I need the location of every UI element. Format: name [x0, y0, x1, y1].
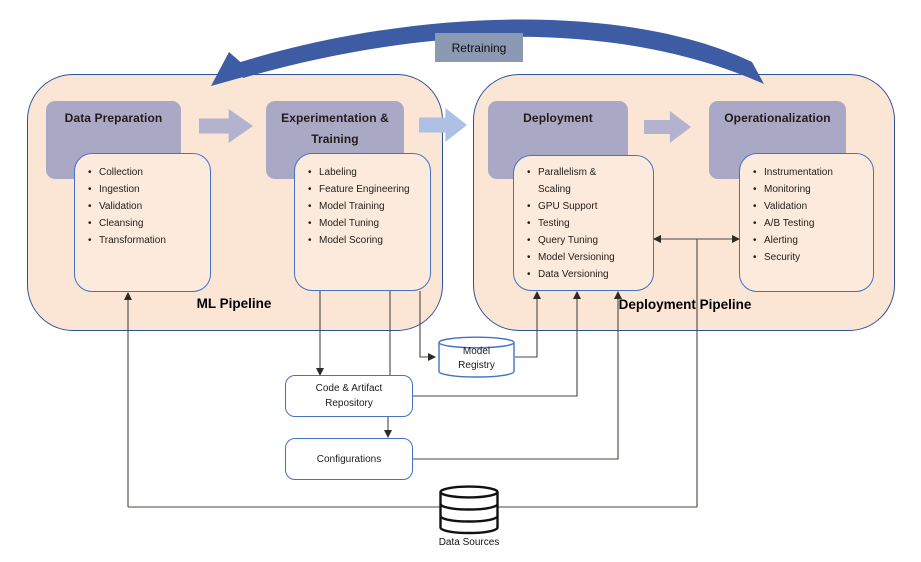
- deployment-pipeline-label: Deployment Pipeline: [618, 297, 752, 312]
- retraining-label: Retraining: [451, 40, 507, 55]
- list-item: Feature Engineering: [308, 181, 424, 198]
- stage-list-experimentation-training: Labeling Feature Engineering Model Train…: [294, 153, 431, 291]
- ml-pipeline-label: ML Pipeline: [196, 296, 272, 311]
- list-item: Model Scoring: [308, 232, 424, 249]
- retraining-curve-arrow-icon: [211, 19, 764, 86]
- list-item: Parallelism & Scaling: [527, 164, 647, 198]
- list-item: Ingestion: [88, 181, 204, 198]
- configurations-label: Configurations: [316, 453, 382, 465]
- list-item: Model Tuning: [308, 215, 424, 232]
- code-artifact-repository-label: Code & Artifact Repository: [315, 383, 383, 409]
- list-item: Transformation: [88, 232, 204, 249]
- configurations: Configurations: [285, 438, 413, 480]
- list-item: Instrumentation: [753, 164, 867, 181]
- list-item: Model Training: [308, 198, 424, 215]
- data-sources: [438, 485, 500, 535]
- list-item: GPU Support: [527, 198, 647, 215]
- retraining-box: Retraining: [435, 33, 523, 62]
- list-item: Validation: [753, 198, 867, 215]
- list-item: A/B Testing: [753, 215, 867, 232]
- model-registry: Model Registry: [438, 336, 515, 378]
- stage-list-deployment: Parallelism & Scaling GPU Support Testin…: [513, 155, 654, 291]
- stage-list-data-preparation: Collection Ingestion Validation Cleansin…: [74, 153, 211, 292]
- deployment-pipeline-container: Deployment Parallelism & Scaling GPU Sup…: [473, 74, 895, 331]
- list-item: Data Versioning: [527, 266, 647, 283]
- data-sources-label: Data Sources: [438, 537, 500, 548]
- list-item: Validation: [88, 198, 204, 215]
- list-item: Security: [753, 249, 867, 266]
- code-artifact-repository: Code & Artifact Repository: [285, 375, 413, 417]
- list-item: Testing: [527, 215, 647, 232]
- ml-pipeline-container: Data Preparation Collection Ingestion Va…: [27, 74, 443, 331]
- stage-list-operationalization: Instrumentation Monitoring Validation A/…: [739, 153, 874, 292]
- list-item: Model Versioning: [527, 249, 647, 266]
- list-item: Cleansing: [88, 215, 204, 232]
- list-item: Alerting: [753, 232, 867, 249]
- cylinder-icon: [438, 336, 515, 378]
- database-icon: [439, 485, 499, 535]
- list-item: Monitoring: [753, 181, 867, 198]
- list-item: Collection: [88, 164, 204, 181]
- list-item: Query Tuning: [527, 232, 647, 249]
- list-item: Labeling: [308, 164, 424, 181]
- model-registry-label: Model Registry: [458, 346, 495, 371]
